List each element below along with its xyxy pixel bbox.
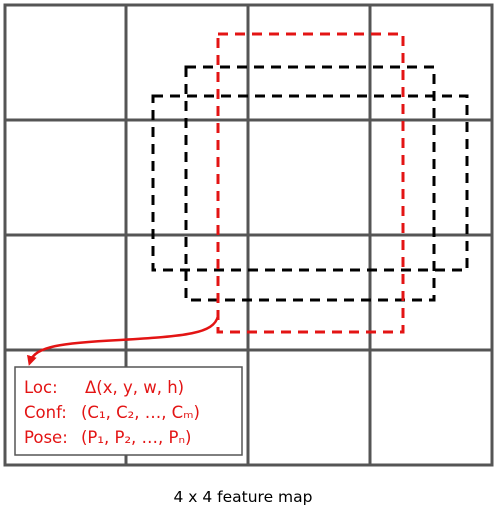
conf-value: (C₁, C₂, …, Cₘ) (81, 403, 200, 422)
conf-label: Conf: (24, 403, 67, 422)
anchor-box-highlighted (216, 32, 405, 334)
pose-label: Pose: (24, 428, 68, 447)
prediction-info-box (14, 366, 243, 456)
anchor-box-wide (151, 94, 469, 272)
loc-value: Δ(x, y, w, h) (85, 378, 184, 397)
loc-label: Loc: (24, 378, 58, 397)
pose-value: (P₁, P₂, …, Pₙ) (81, 428, 192, 447)
anchor-box-medium (184, 65, 436, 302)
connector-arrow (27, 315, 220, 366)
caption: 4 x 4 feature map (173, 488, 312, 506)
prediction-lines: Loc: Δ(x, y, w, h) Conf: (C₁, C₂, …, Cₘ)… (24, 378, 200, 447)
anchor-boxes (151, 32, 469, 334)
